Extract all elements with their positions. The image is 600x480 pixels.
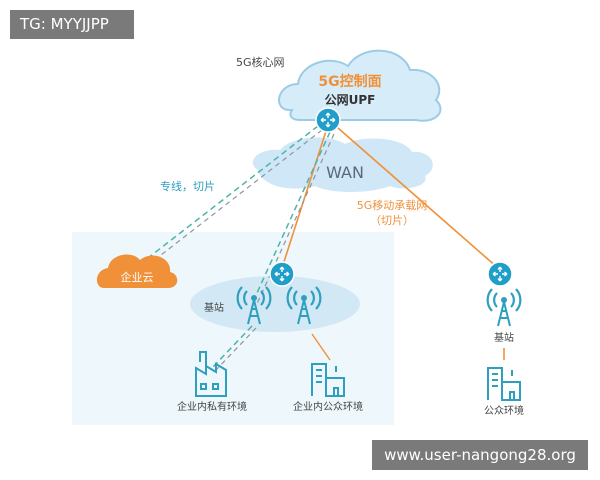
watermark-top-left: TG: MYYJJPP — [10, 10, 134, 39]
enterprise-public-env-label: 企业内公众环境 — [293, 400, 363, 413]
antenna-right-icon — [486, 287, 522, 328]
enterprise-cloud-label: 企业云 — [121, 270, 154, 284]
factory-icon — [195, 351, 227, 397]
bearer-net-label-2: （切片） — [370, 214, 414, 227]
public-upf-label: 公网UPF — [325, 93, 376, 107]
public-env-label: 公众环境 — [484, 404, 524, 417]
core-net-label: 5G核心网 — [236, 55, 285, 69]
building-icon — [311, 363, 345, 397]
right-router-icon — [487, 261, 513, 287]
left-router-icon — [269, 261, 295, 287]
wan-label: WAN — [326, 163, 364, 182]
base-station-right-label: 基站 — [494, 331, 514, 344]
core-router-icon — [315, 107, 341, 133]
wan-cloud — [252, 137, 433, 192]
bearer-net-label-1: 5G移动承载网 — [357, 199, 428, 212]
dedicated-line-label: 专线，切片 — [160, 179, 215, 193]
base-station-left-label: 基站 — [204, 301, 224, 314]
enterprise-cloud — [96, 254, 178, 288]
connection-lines — [147, 125, 505, 371]
core-cloud — [278, 49, 442, 122]
watermark-bottom-right: www.user-nangong28.org — [372, 440, 588, 470]
control-plane-label: 5G控制面 — [318, 73, 381, 90]
building-public-icon — [487, 367, 521, 401]
enterprise-private-env-label: 企业内私有环境 — [177, 400, 247, 413]
